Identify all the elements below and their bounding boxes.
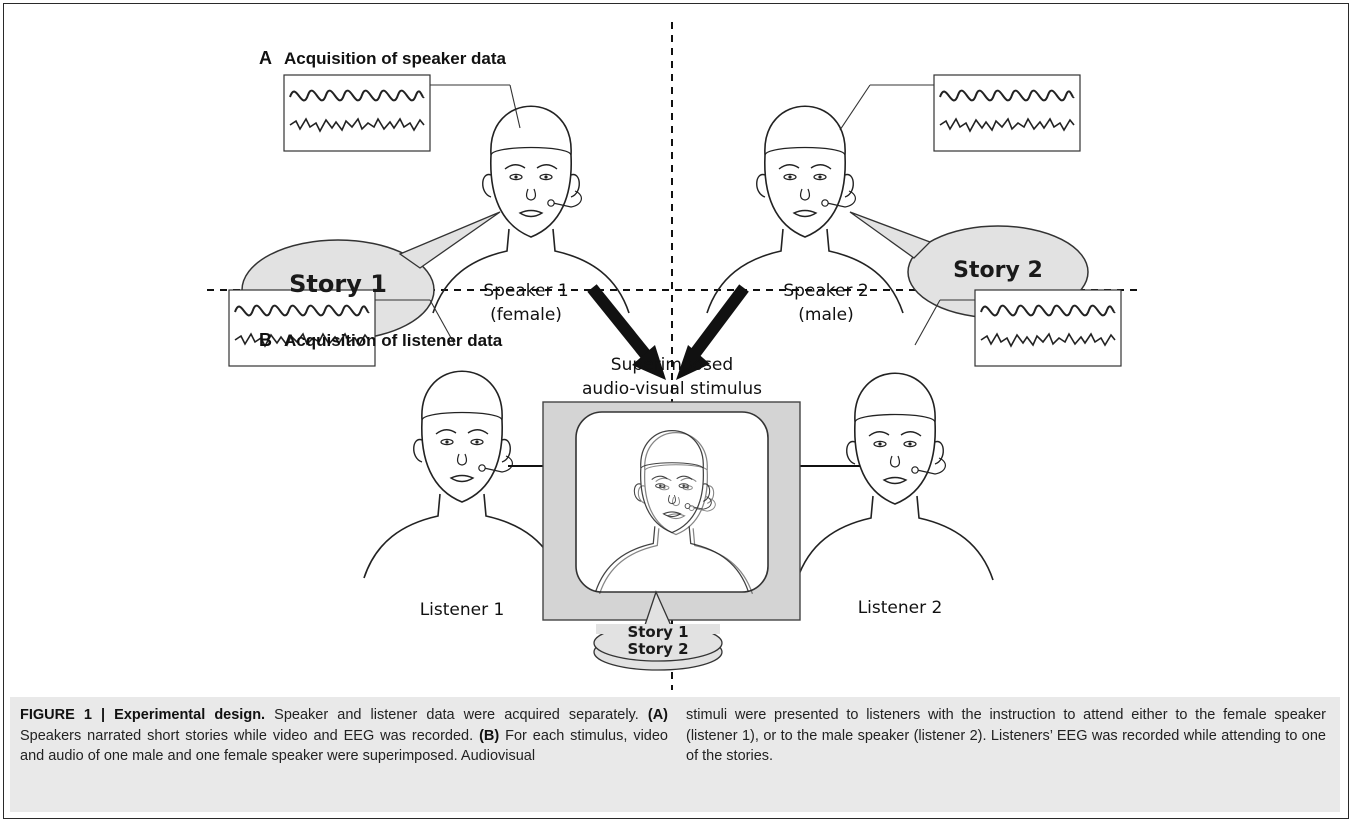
panel-b-title: B Acquisition of listener data	[259, 330, 502, 351]
speaker1-label: Speaker 1 (female)	[468, 279, 584, 327]
story1-bubble-label: Story 1	[289, 270, 387, 298]
stimulus-label: Superimposed audio-visual stimulus	[562, 353, 782, 401]
caption-label: FIGURE 1 | Experimental design.	[20, 707, 266, 723]
head-with-cap-icon	[363, 370, 561, 579]
panel-a-text: Acquisition of speaker data	[284, 49, 506, 68]
listener1-label: Listener 1	[419, 600, 505, 620]
panel-b-text: Acquisition of listener data	[284, 331, 503, 350]
figure-diagram	[207, 22, 1143, 690]
speaker1-name: Speaker 1	[483, 281, 569, 301]
arrow-icon	[587, 284, 655, 364]
stimulus-stories: Story 1 Story 2	[608, 624, 708, 658]
arrow-icon	[685, 284, 749, 364]
story2-bubble-label: Story 2	[953, 258, 1043, 283]
caption-right-column: stimuli were presented to listeners with…	[686, 707, 1326, 764]
head-with-cap-icon	[796, 372, 994, 581]
panel-a-letter: A	[259, 48, 272, 68]
speaker2-gender: (male)	[798, 305, 854, 325]
panel-b-letter: B	[259, 330, 272, 350]
speaker1-gender: (female)	[490, 305, 562, 325]
stimulus-story1: Story 1	[627, 623, 689, 641]
caption-a-text: Speakers narrated short stories while vi…	[20, 727, 480, 744]
stimulus-line1: Superimposed	[610, 355, 734, 375]
caption-b-tag: (B)	[479, 727, 500, 744]
speaker2-label: Speaker 2 (male)	[768, 279, 884, 327]
caption-left-column: FIGURE 1 | Experimental design. Speaker …	[20, 705, 668, 767]
panel-a-title: A Acquisition of speaker data	[259, 48, 506, 69]
caption-intro: Speaker and listener data were acquired …	[265, 707, 648, 723]
eeg-trace-icon	[228, 289, 376, 367]
stimulus-line2: audio-visual stimulus	[582, 379, 762, 399]
listener2-label: Listener 2	[857, 598, 943, 618]
caption-a-tag: (A)	[647, 707, 668, 723]
eeg-trace-icon	[933, 74, 1081, 152]
eeg-trace-icon	[283, 74, 431, 152]
eeg-trace-icon	[974, 289, 1122, 367]
speaker2-name: Speaker 2	[783, 281, 869, 301]
stimulus-story2: Story 2	[627, 640, 689, 658]
caption-b-text: For each stimulus, video and audio of on…	[20, 727, 668, 765]
figure-caption: FIGURE 1 | Experimental design. Speaker …	[10, 697, 1340, 812]
